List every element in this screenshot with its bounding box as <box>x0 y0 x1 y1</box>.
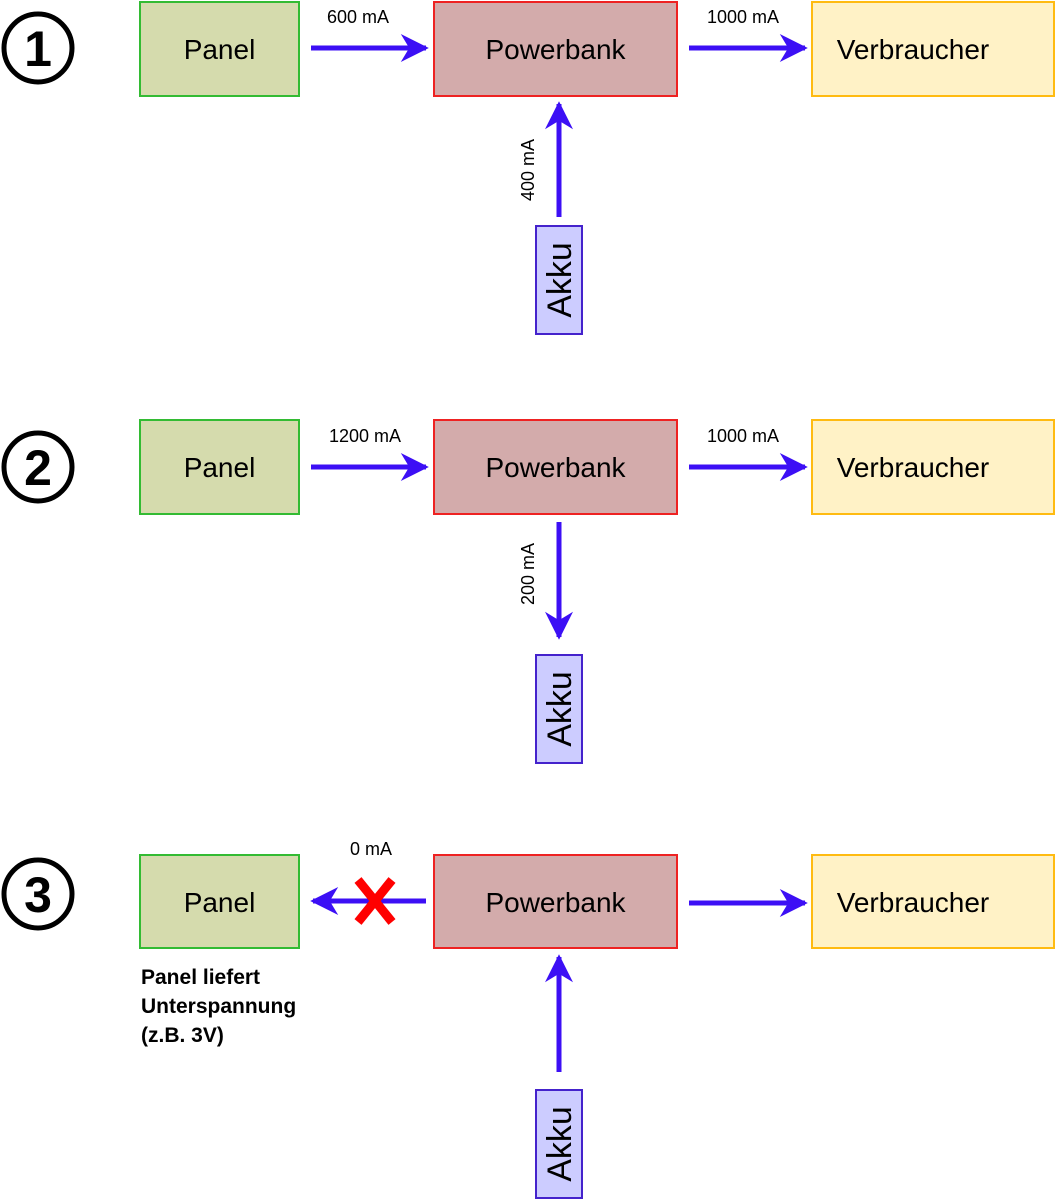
consumer-current-label-2: 1000 mA <box>707 426 779 446</box>
panel-box-3 <box>139 854 300 949</box>
panel-current-label-2: 1200 mA <box>329 426 401 446</box>
akku-box-1 <box>535 225 583 335</box>
consumer-box-3 <box>811 854 1055 949</box>
akku-label-3: Akku <box>541 1106 579 1182</box>
panel-note-line-1: Panel liefert <box>141 966 260 989</box>
powerbank-box-1 <box>433 1 678 97</box>
akku-current-label-1: 400 mA <box>518 139 538 201</box>
scenario-3: 3 Panel Powerbank Verbraucher Akku 0 mA … <box>1 839 1055 1199</box>
powerbank-label-2: Powerbank <box>485 452 626 483</box>
consumer-current-label-1: 1000 mA <box>707 7 779 27</box>
consumer-box-2 <box>811 419 1055 515</box>
akku-label-2: Akku <box>541 671 579 747</box>
powerbank-label-3: Powerbank <box>485 887 626 918</box>
step-number-2: 2 <box>24 440 52 496</box>
powerbank-label-1: Powerbank <box>485 34 626 65</box>
panel-box-1 <box>139 1 300 97</box>
panel-label-2: Panel <box>184 452 256 483</box>
step-number-1: 1 <box>24 21 52 77</box>
akku-label-1: Akku <box>541 242 579 318</box>
step-number-circle-1 <box>1 11 75 85</box>
powerbank-box-2 <box>433 419 678 515</box>
consumer-box-1 <box>811 1 1055 97</box>
panel-label-1: Panel <box>184 34 256 65</box>
akku-current-label-2: 200 mA <box>518 543 538 605</box>
powerbank-box-3 <box>433 854 678 949</box>
panel-note-line-3: (z.B. 3V) <box>141 1024 224 1047</box>
akku-box-3 <box>535 1089 583 1199</box>
blocked-x-icon <box>354 877 396 925</box>
panel-note-line-2: Unterspannung <box>141 995 296 1018</box>
consumer-label-2: Verbraucher <box>837 452 990 483</box>
step-number-circle-3 <box>1 857 75 931</box>
panel-current-label-3: 0 mA <box>350 839 392 859</box>
step-number-circle-2 <box>1 430 75 504</box>
scenario-1: 1 Panel Powerbank Verbraucher Akku 600 m… <box>1 1 1055 335</box>
consumer-label-1: Verbraucher <box>837 34 990 65</box>
scenario-2: 2 Panel Powerbank Verbraucher Akku 1200 … <box>1 419 1055 764</box>
akku-box-2 <box>535 654 583 764</box>
panel-box-2 <box>139 419 300 515</box>
panel-current-label-1: 600 mA <box>327 7 389 27</box>
consumer-label-3: Verbraucher <box>837 887 990 918</box>
panel-label-3: Panel <box>184 887 256 918</box>
step-number-3: 3 <box>24 867 52 923</box>
